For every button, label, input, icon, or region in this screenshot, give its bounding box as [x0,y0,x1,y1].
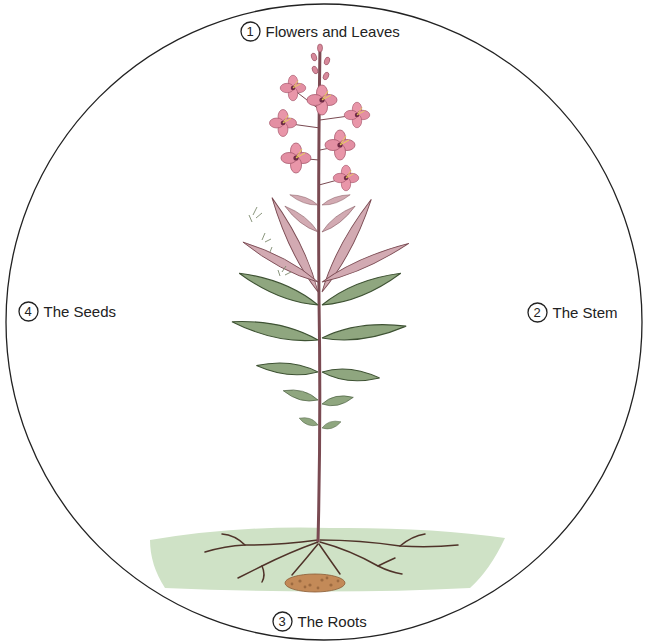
ground [329,583,332,586]
callout-number: 4 [18,301,39,322]
lower-leaves [321,393,354,408]
seed-fluff [249,207,262,222]
lower-leaves [231,268,407,432]
flowers [333,165,359,191]
flower-buds [323,56,330,65]
frame-circle [6,4,642,640]
part-label: The Stem [553,304,618,321]
lower-leaves [256,360,319,377]
stem [318,45,320,542]
callout-circle: 2The Stem [527,302,548,323]
ground [150,528,505,593]
flowers [281,143,311,173]
lower-leaves [321,320,407,344]
callout-circle: 1Flowers and Leaves [240,21,261,42]
seed-fluff [278,266,291,276]
upper-leaves [320,239,410,286]
ground [285,574,345,592]
roots [262,566,264,582]
lower-leaves [298,415,319,428]
flowers [325,130,355,160]
seed-fluff [249,207,291,276]
seed-fluff [270,247,272,252]
ground [326,577,329,580]
callout-outline [528,303,547,322]
flower-buds [310,44,330,81]
callout-outline [19,302,38,321]
callout-number: 2 [527,302,548,323]
callout-circle: 3The Roots [272,611,293,632]
upper-leaves [283,204,320,235]
flowers [307,85,337,115]
flower-buds [318,44,323,52]
flowers [270,110,297,137]
callout-number: 1 [240,21,261,42]
callout-outline [241,22,260,41]
roots [222,534,245,545]
part-label: The Seeds [44,303,117,320]
ground [291,577,340,590]
flowers [280,75,306,101]
roots [319,544,340,574]
roots [400,534,425,546]
lower-leaves [320,268,403,311]
seed-fluff [262,233,271,242]
lower-leaves [282,386,319,404]
flower-buds [310,52,317,61]
roots [320,542,402,574]
flowers [270,75,370,191]
callout-outline [273,612,292,631]
part-label: The Roots [298,613,367,630]
ground [308,583,311,586]
stem [318,45,320,542]
ground [337,580,340,583]
lower-leaves [321,419,342,431]
flower-buds [311,65,319,74]
roots [205,534,458,582]
roots [205,540,318,552]
lower-leaves [231,316,320,347]
roots [292,544,318,575]
flower-buds [322,71,330,80]
ground [298,579,301,582]
callout-number: 3 [272,611,293,632]
ground [317,587,320,590]
upper-leaves [320,204,357,235]
lower-leaves [321,367,380,384]
roots [238,542,318,578]
ground [150,528,505,592]
upper-leaves [321,192,351,207]
ground [291,583,294,586]
part-label: Flowers and Leaves [266,23,400,40]
ground [320,578,323,581]
roots [378,558,395,566]
upper-leaves [289,192,319,207]
ground [304,586,307,589]
roots [320,540,458,547]
flowers [344,102,370,128]
callout-circle: 4The Seeds [18,301,39,322]
lower-leaves [237,268,320,311]
